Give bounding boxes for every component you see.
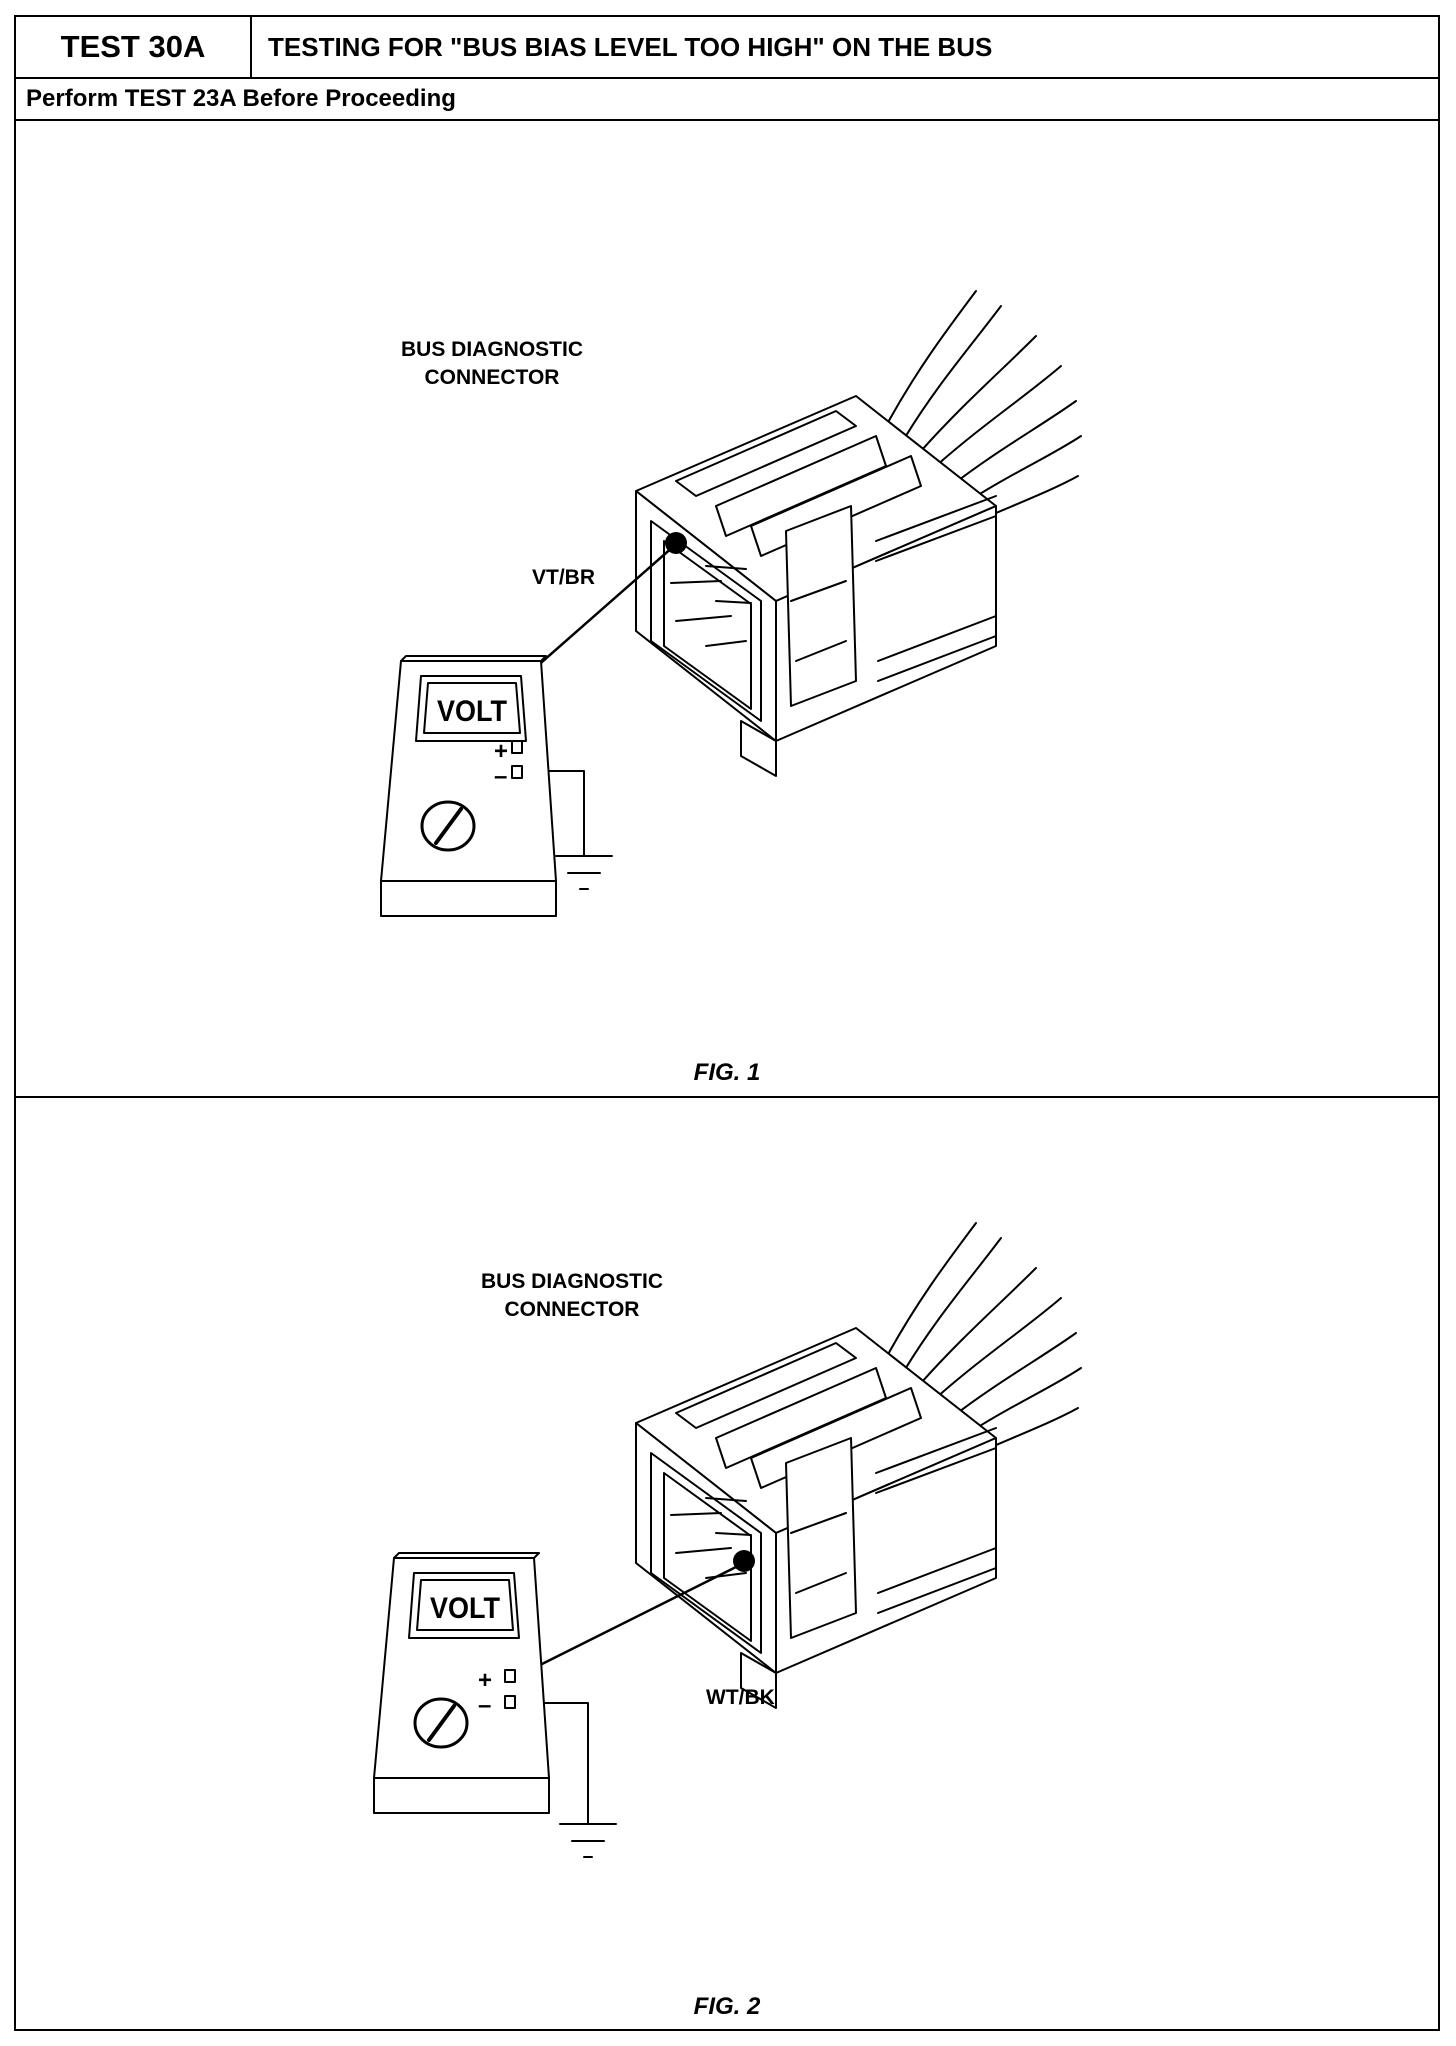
multimeter (373, 1552, 550, 1814)
figure-2-diagram: VOLT + – (373, 1222, 1082, 1858)
wire-color-label: WT/BK (706, 1686, 775, 1709)
probe-contact-point (733, 1550, 755, 1572)
connector-callout-line2: CONNECTOR (424, 366, 560, 389)
connector-callout-line1: BUS DIAGNOSTIC (400, 338, 583, 361)
figure-1-diagram: VOLT + – (380, 290, 1082, 917)
meter-display-text: VOLT (430, 1592, 500, 1625)
figure-2-panel: VOLT + – BUS DIAGNOSTIC CONNECTOR WT/BK … (16, 1098, 1438, 2029)
test-procedure-sheet: TEST 30A TESTING FOR "BUS BIAS LEVEL TOO… (14, 15, 1440, 2031)
connector-callout-line2: CONNECTOR (504, 1298, 640, 1321)
ground-symbol (555, 855, 613, 890)
connector-callout: BUS DIAGNOSTIC CONNECTOR (462, 1268, 682, 1324)
ground-symbol (559, 1823, 617, 1858)
header-row: TEST 30A TESTING FOR "BUS BIAS LEVEL TOO… (16, 17, 1438, 79)
prerequisite-note: Perform TEST 23A Before Proceeding (16, 79, 1438, 121)
probe-lead-positive (516, 544, 676, 685)
probe-contact-point (665, 532, 687, 554)
multimeter (380, 655, 557, 917)
test-title: TESTING FOR "BUS BIAS LEVEL TOO HIGH" ON… (268, 31, 993, 62)
connector-callout-line1: BUS DIAGNOSTIC (480, 1270, 663, 1293)
figure-caption: FIG. 1 (693, 1059, 761, 1086)
positive-terminal-label: + (494, 738, 508, 765)
negative-terminal-label: – (494, 763, 507, 790)
connector-body (635, 1327, 997, 1709)
figure-1-panel: VOLT + – BUS DIAGNOSTIC CONNECTOR VT/BR … (16, 121, 1438, 1098)
meter-display-text: VOLT (437, 695, 507, 728)
connector-callout: BUS DIAGNOSTIC CONNECTOR (382, 336, 602, 392)
figure-caption: FIG. 2 (693, 1993, 761, 2020)
probe-lead-positive (516, 1561, 746, 1678)
negative-terminal-label: – (478, 1692, 491, 1719)
positive-terminal-label: + (478, 1667, 492, 1694)
connector-body (635, 395, 997, 777)
test-id: TEST 30A (16, 17, 252, 77)
wire-color-label: VT/BR (532, 566, 595, 589)
